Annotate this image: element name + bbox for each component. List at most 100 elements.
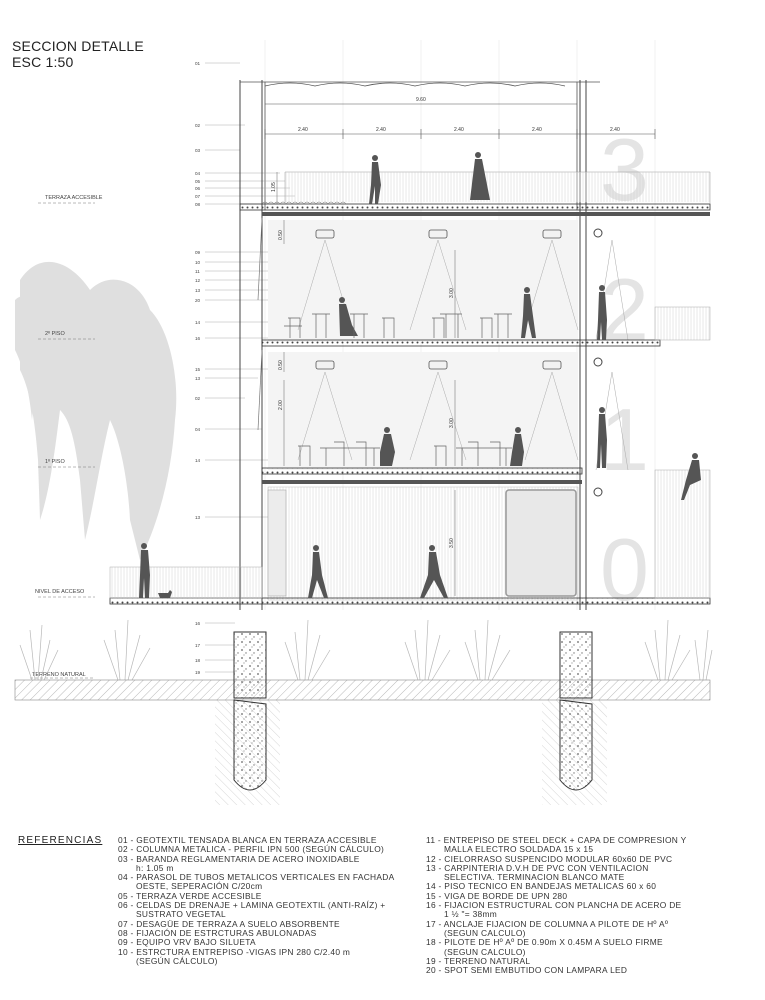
tag: 14 bbox=[195, 320, 201, 325]
person-silhouette bbox=[339, 297, 358, 336]
tag: 16 bbox=[195, 621, 201, 626]
parasol-tubes bbox=[257, 217, 263, 431]
people-silhouettes bbox=[139, 152, 701, 598]
reference-item: 12 - CIELORRASO SUSPENCIDO MODULAR 60x60… bbox=[426, 853, 673, 864]
reference-item: 18 - PILOTE DE Hº Aº DE 0.90m X 0.45M A … bbox=[426, 937, 663, 948]
floor-number-3: 3 bbox=[600, 120, 649, 219]
references-left-column: 01 - GEOTEXTIL TENSADA BLANCA EN TERRAZA… bbox=[118, 835, 418, 966]
reference-item: h: 1.05 m bbox=[136, 862, 174, 873]
reference-item: MALLA ELECTRO SOLDADA 15 x 15 bbox=[444, 844, 594, 855]
ground-window bbox=[505, 489, 577, 597]
level-terraza: TERRAZA ACCESIBLE bbox=[45, 195, 103, 201]
reference-item: 08 - FIJACIÓN DE ESTRCTURAS ABULONADAS bbox=[118, 927, 317, 938]
reference-item: 11 - ENTREPISO DE STEEL DECK + CAPA DE C… bbox=[426, 835, 687, 845]
section-drawing: 3 2 1 0 9.60 2.40 2.40 2.40 2.40 2.40 TE… bbox=[14, 40, 713, 805]
person-silhouette bbox=[597, 285, 607, 340]
dim-bay-1: 2.40 bbox=[298, 127, 308, 133]
reference-item: (SEGUN CALCULO) bbox=[444, 927, 526, 938]
tag: 07 bbox=[195, 194, 201, 199]
person-silhouette bbox=[369, 155, 381, 204]
level-piso-1: 1º PISO bbox=[45, 458, 65, 465]
person-silhouette bbox=[420, 545, 448, 598]
floor-slabs bbox=[109, 203, 711, 605]
reference-item: SELECTIVA. TERMINACION BLANCO MATE bbox=[444, 872, 625, 883]
tag: 19 bbox=[195, 670, 201, 675]
tag: 02 bbox=[195, 396, 201, 401]
title-scale: ESC 1:50 bbox=[12, 54, 74, 70]
floor-number-1: 1 bbox=[600, 390, 649, 489]
reference-item: 09 - EQUIPO VRV BAJO SILUETA bbox=[118, 937, 256, 948]
references-heading: REFERENCIAS bbox=[18, 835, 103, 846]
person-silhouette bbox=[470, 152, 490, 200]
tag: 02 bbox=[195, 123, 201, 128]
reference-item: 13 - CARPINTERIA D.V.H DE PVC CON VENTIL… bbox=[426, 862, 649, 873]
dim-slab-top: 0.50 bbox=[278, 230, 284, 240]
vegetation-grass bbox=[19, 619, 713, 681]
reference-tags: 01 02 03 04 05 06 07 08 09 10 11 12 13 2… bbox=[195, 61, 201, 675]
tag: 14 bbox=[195, 458, 201, 463]
dim-bay-4: 2.40 bbox=[532, 127, 542, 133]
tag: 15 bbox=[195, 367, 201, 372]
tag: 20 bbox=[195, 298, 201, 303]
level-terreno: TERRENO NATURAL bbox=[32, 672, 86, 678]
tag: 11 bbox=[195, 269, 200, 274]
dog-silhouette bbox=[158, 590, 172, 598]
reference-item: (SEGÚN CÁLCULO) bbox=[136, 955, 218, 966]
reference-item: 05 - TERRAZA VERDE ACCESIBLE bbox=[118, 890, 262, 901]
railing-infill-access bbox=[109, 566, 263, 599]
reference-item: (SEGUN CALCULO) bbox=[444, 946, 526, 957]
reference-item: 16 - FIJACION ESTRUCTURAL CON PLANCHA DE… bbox=[426, 900, 682, 911]
title-line-1: SECCION DETALLE bbox=[12, 38, 144, 54]
dim-parapet: 1.05 bbox=[271, 182, 277, 192]
vrv-units bbox=[315, 229, 562, 370]
vertical-dims bbox=[276, 172, 456, 596]
person-silhouette bbox=[308, 545, 328, 598]
references-legend: REFERENCIAS 01 - GEOTEXTIL TENSADA BLANC… bbox=[0, 830, 765, 1000]
tag: 06 bbox=[195, 186, 201, 191]
level-markers bbox=[30, 202, 95, 679]
person-silhouette bbox=[510, 427, 524, 466]
reference-item: 06 - CELDAS DE DRENAJE + LAMINA GEOTEXTI… bbox=[118, 900, 386, 911]
dimension-lines bbox=[264, 103, 656, 139]
reference-item: 15 - VIGA DE BORDE DE UPN 280 bbox=[426, 890, 568, 901]
pile-left bbox=[233, 631, 267, 791]
tag: 09 bbox=[195, 250, 201, 255]
ground-left-panel bbox=[267, 489, 287, 597]
tag: 12 bbox=[195, 278, 201, 283]
dim-bay-3: 2.40 bbox=[454, 127, 464, 133]
reference-item: SUSTRATO VEGETAL bbox=[136, 909, 226, 920]
tag: 04 bbox=[195, 427, 201, 432]
dim-slab-mid: 0.50 bbox=[278, 360, 284, 370]
tag: 03 bbox=[195, 148, 201, 153]
tag: 17 bbox=[195, 643, 201, 648]
reference-item: 07 - DESAGÜE DE TERRAZA A SUELO ABSORBEN… bbox=[118, 918, 340, 929]
railing-infill-top bbox=[285, 172, 710, 202]
ground-soil bbox=[14, 679, 711, 701]
level-piso-2: 2º PISO bbox=[45, 330, 65, 337]
dim-height-floor2: 3.00 bbox=[449, 288, 455, 298]
reference-item: 02 - COLUMNA METALICA - PERFIL IPN 500 (… bbox=[118, 844, 385, 855]
drawing-title: SECCION DETALLE ESC 1:50 bbox=[12, 38, 144, 70]
reference-item: 04 - PARASOL DE TUBOS METALICOS VERTICAL… bbox=[118, 872, 395, 883]
dim-total-width: 9.60 bbox=[416, 97, 426, 103]
reference-item: 17 - ANCLAJE FIJACION DE COLUMNA A PILOT… bbox=[426, 918, 669, 929]
person-silhouette bbox=[521, 287, 536, 338]
person-silhouette bbox=[380, 427, 395, 466]
tag: 18 bbox=[195, 658, 201, 663]
reference-item: 20 - SPOT SEMI EMBUTIDO CON LAMPARA LED bbox=[426, 965, 628, 976]
reference-item: 19 - TERRENO NATURAL bbox=[426, 955, 531, 966]
tag: 13 bbox=[195, 288, 201, 293]
reference-item: 01 - GEOTEXTIL TENSADA BLANCA EN TERRAZA… bbox=[118, 835, 377, 845]
willow-tree bbox=[15, 261, 177, 560]
furniture bbox=[284, 313, 512, 466]
reference-item: OESTE, SEPERACIÓN C/20cm bbox=[136, 881, 263, 892]
floor-numbers: 3 2 1 0 bbox=[600, 120, 649, 619]
tag: 13 bbox=[195, 376, 201, 381]
references-right-column: 11 - ENTREPISO DE STEEL DECK + CAPA DE C… bbox=[426, 835, 746, 976]
person-silhouette bbox=[597, 407, 607, 468]
pile-right bbox=[559, 631, 593, 791]
tag: 05 bbox=[195, 179, 201, 184]
reference-item: 03 - BARANDA REGLAMENTARIA DE ACERO INOX… bbox=[118, 853, 360, 864]
dim-sill-floor1: 2.00 bbox=[278, 400, 284, 410]
dim-height-ground: 3.50 bbox=[449, 538, 455, 548]
